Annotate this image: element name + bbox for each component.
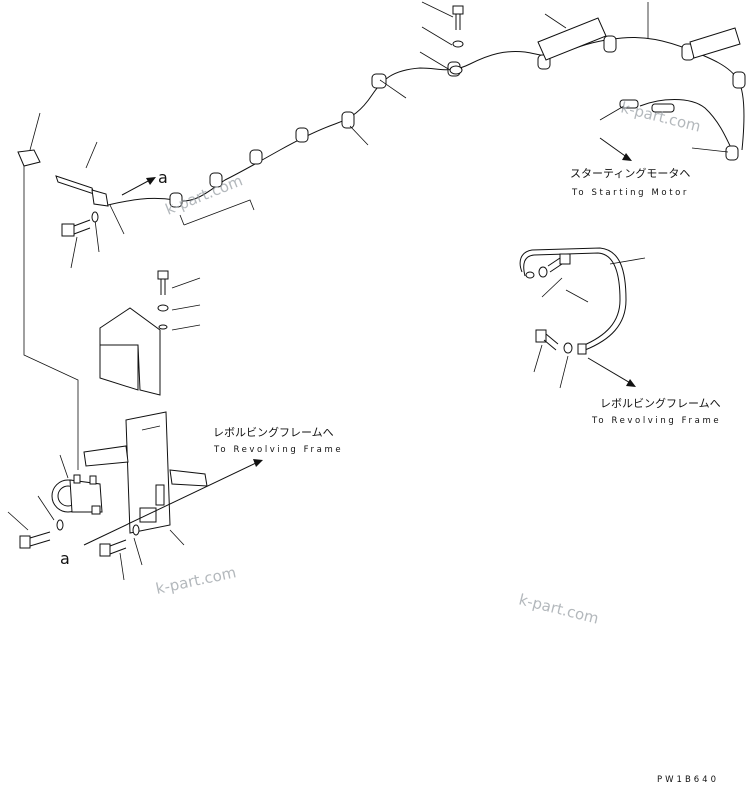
clamp	[603, 35, 617, 53]
drawing-code: PW1B640	[657, 775, 719, 785]
lower-bolts	[7, 454, 185, 581]
terminal	[619, 99, 639, 109]
clamp	[209, 172, 223, 188]
watermark: k-part.com	[154, 563, 238, 598]
arrow-head-a	[146, 177, 156, 185]
top-bolt-stack	[449, 5, 464, 75]
ref-a-top: a	[158, 168, 168, 187]
to-revolving-frame-en-1: To Revolving Frame	[213, 445, 343, 455]
to-starting-motor-en: To Starting Motor	[571, 188, 689, 198]
arrow-head-frame-left	[253, 459, 263, 467]
clamp	[169, 192, 183, 208]
reference-lines	[23, 166, 79, 470]
arrow-head-frame-right	[626, 379, 636, 387]
clamp	[295, 127, 309, 143]
clamp	[249, 149, 263, 165]
cover-plate	[99, 307, 161, 396]
ref-a-bottom: a	[60, 549, 70, 568]
clamp	[341, 111, 355, 129]
terminal	[651, 103, 675, 113]
to-starting-motor-jp: スターティングモータヘ	[570, 166, 690, 180]
ground-cable	[519, 247, 646, 389]
harness-cover	[537, 17, 607, 61]
arrows	[83, 137, 636, 546]
to-revolving-frame-en-2: To Revolving Frame	[591, 416, 721, 426]
to-revolving-frame-jp-2: レボルビングフレームへ	[600, 396, 721, 410]
mounting-bracket	[83, 411, 208, 534]
cover-bolt-stack	[157, 270, 201, 331]
to-revolving-frame-jp-1: レボルビングフレームへ	[213, 425, 334, 439]
watermark: k-part.com	[517, 590, 601, 627]
battery-relay	[51, 474, 103, 515]
clamp	[732, 71, 746, 89]
clamp	[371, 73, 387, 89]
arrow-head-starter	[622, 153, 632, 161]
harness-cover	[689, 27, 741, 59]
left-parts	[17, 149, 109, 237]
leader-lines-top	[29, 1, 729, 269]
clamp	[725, 145, 739, 161]
